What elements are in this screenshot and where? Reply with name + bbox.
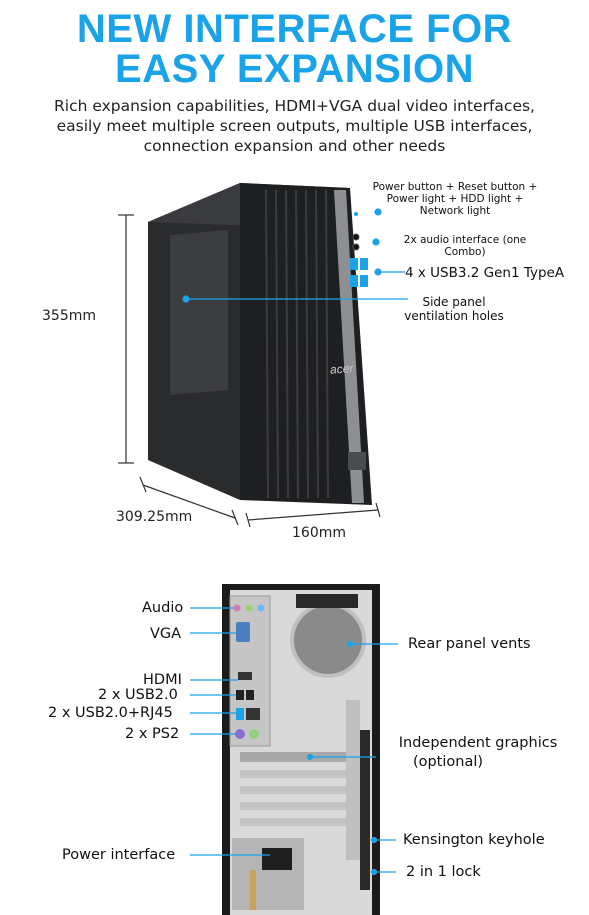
page-title-line2: EASY EXPANSION xyxy=(115,47,474,91)
label-rear-vents: Rear panel vents xyxy=(408,636,531,652)
callout-usb-ports: 4 x USB3.2 Gen1 TypeA xyxy=(405,265,565,281)
label-lock: 2 in 1 lock xyxy=(406,864,481,880)
callout-audio-interface: 2x audio interface (one Combo) xyxy=(403,234,527,258)
label-audio: Audio xyxy=(142,600,184,616)
dimension-width: 160mm xyxy=(292,525,346,541)
label-vga: VGA xyxy=(150,626,182,642)
callout-power-buttons: Power button + Reset button + Power ligh… xyxy=(372,181,538,217)
label-ps2: 2 x PS2 xyxy=(125,726,180,742)
dimension-height: 355mm xyxy=(42,308,96,324)
dimension-depth: 309.25mm xyxy=(116,509,193,525)
label-usb-rj45: 2 x USB2.0+RJ45 xyxy=(48,705,173,721)
label-kensington: Kensington keyhole xyxy=(403,832,545,848)
label-hdmi: HDMI xyxy=(143,672,182,688)
label-usb2: 2 x USB2.0 xyxy=(98,687,178,703)
side-vent-grille xyxy=(170,230,228,396)
label-power-interface: Power interface xyxy=(62,847,176,863)
label-graphics-line2: (optional) xyxy=(412,754,484,770)
page-title-line1: NEW INTERFACE FOR xyxy=(76,7,513,51)
page-subtitle: Rich expansion capabilities, HDMI+VGA du… xyxy=(54,97,535,155)
label-graphics-line1: Independent graphics xyxy=(398,735,558,751)
power-socket xyxy=(262,848,292,870)
callout-side-vent: Side panel ventilation holes xyxy=(404,295,504,323)
